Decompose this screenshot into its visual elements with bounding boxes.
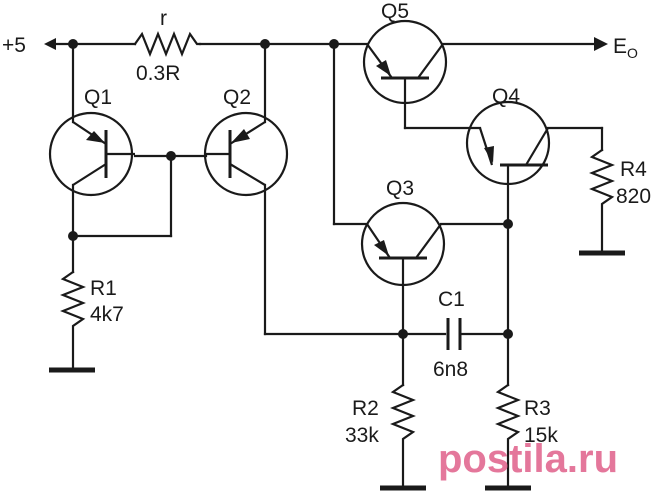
- r1-value: 4k7: [90, 303, 124, 326]
- r1-name: R1: [90, 277, 117, 300]
- c1-name: C1: [438, 288, 465, 311]
- transistor-q1: [48, 111, 135, 197]
- r3-name: R3: [524, 397, 551, 420]
- supply-rail: [44, 38, 369, 50]
- resistor-r1: [49, 270, 95, 373]
- resistor-r2: [380, 383, 426, 491]
- q4-label: Q4: [492, 85, 520, 108]
- r4-value: 820: [616, 185, 651, 208]
- c1-value: 6n8: [433, 358, 468, 381]
- r2-name: R2: [352, 397, 379, 420]
- q2-label: Q2: [223, 86, 251, 109]
- transistor-q2: [203, 111, 289, 197]
- supply-label: +5: [2, 34, 26, 57]
- transistor-q3: [360, 201, 446, 287]
- capacitor-c1: [446, 318, 510, 350]
- watermark: postila.ru: [438, 437, 618, 481]
- resistor-r4: [579, 148, 625, 256]
- transistor-q4: [465, 100, 551, 186]
- resistor-r-name: r: [160, 7, 167, 30]
- resistor-r-value: 0.3R: [136, 62, 180, 85]
- output-label: EO: [613, 35, 638, 61]
- q3-label: Q3: [386, 177, 414, 200]
- transistor-q5: [362, 19, 448, 105]
- r2-value: 33k: [345, 424, 379, 447]
- r4-name: R4: [620, 158, 647, 181]
- q5-label: Q5: [381, 0, 409, 23]
- q1-label: Q1: [84, 86, 112, 109]
- output-arrow: [594, 37, 608, 51]
- r3-value: 15k: [524, 424, 558, 447]
- resistor-r: [133, 31, 202, 57]
- resistor-r3: [485, 383, 531, 491]
